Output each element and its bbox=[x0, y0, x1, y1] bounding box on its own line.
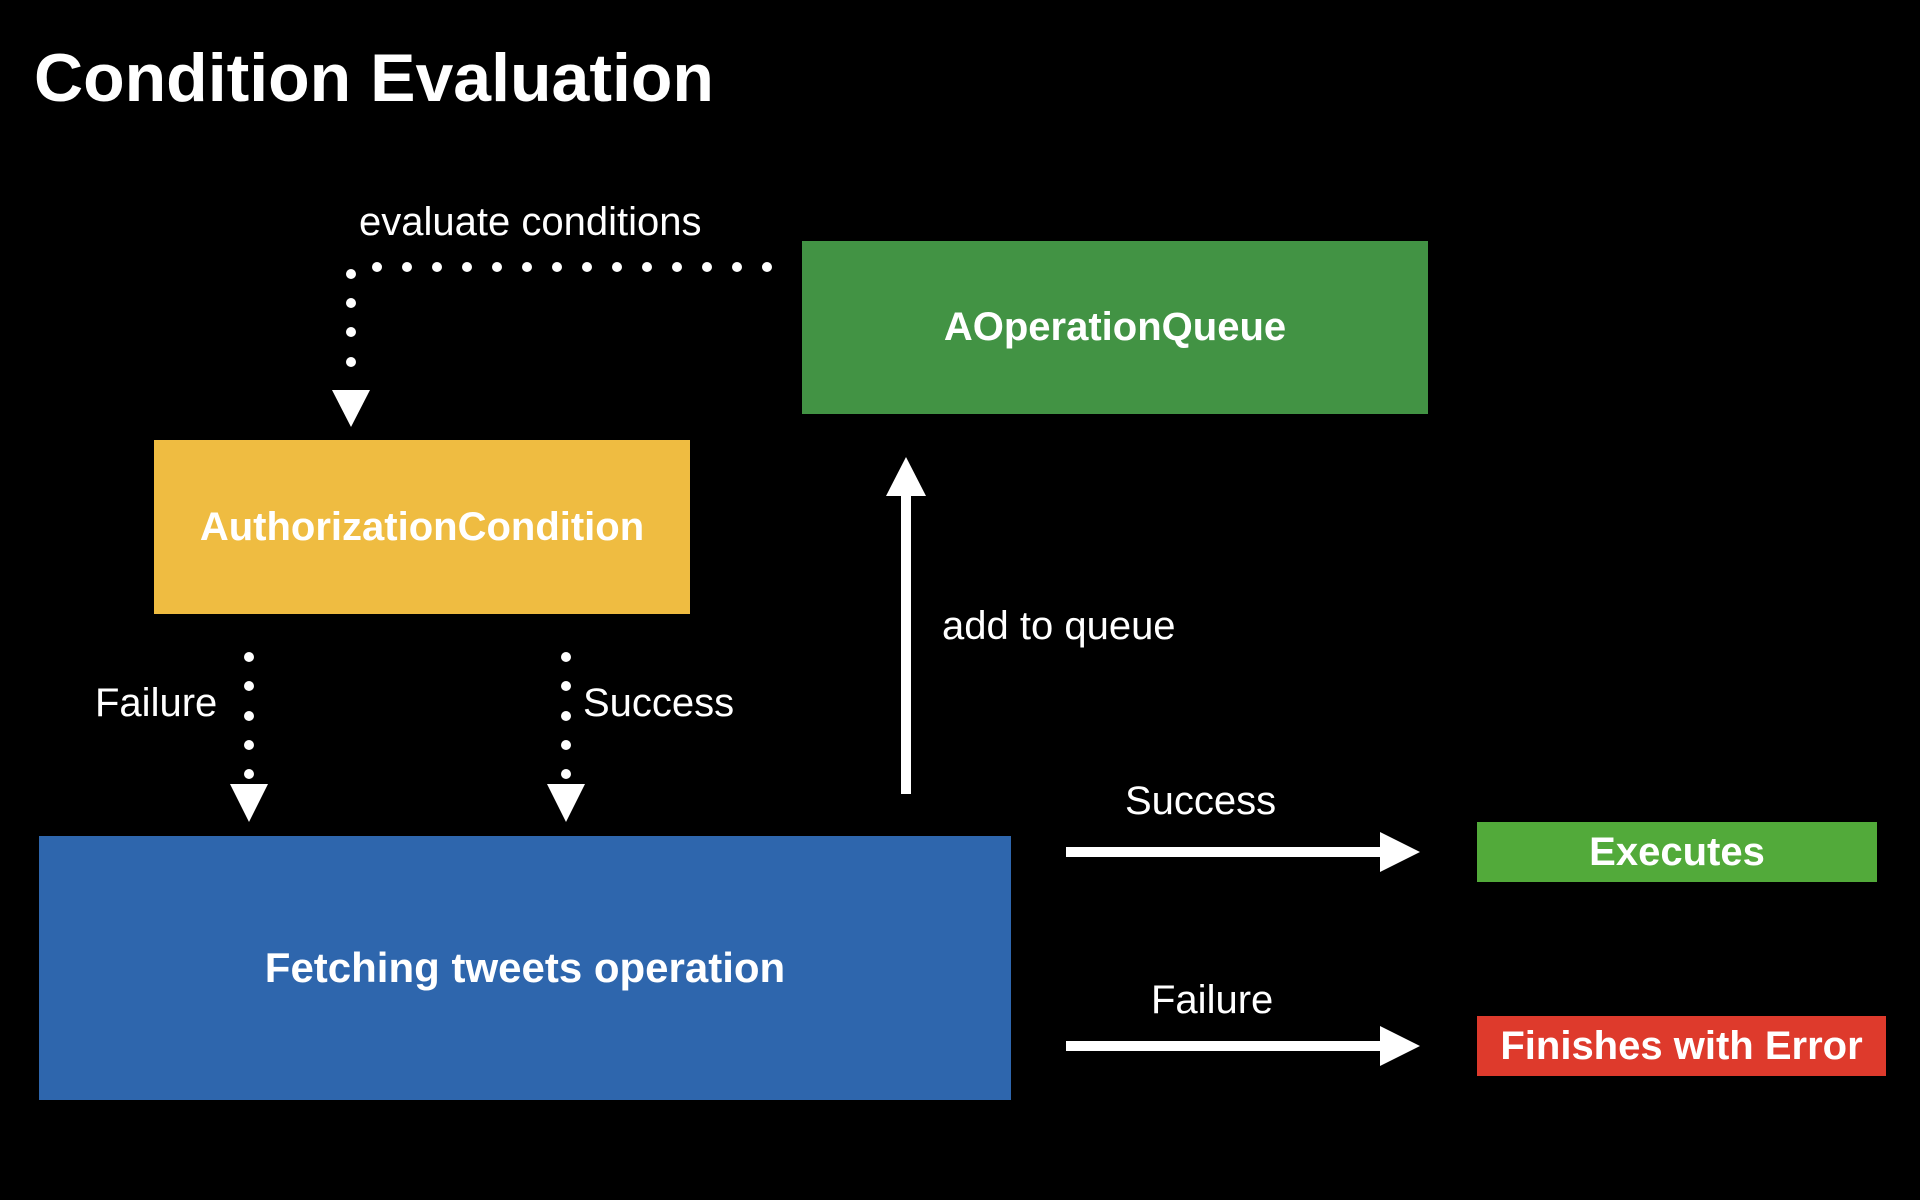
evaluate-arrowhead bbox=[332, 390, 370, 427]
success-label-right: Success bbox=[1125, 779, 1277, 823]
evaluate-conditions-label: evaluate conditions bbox=[359, 200, 702, 244]
executes-box: Executes bbox=[1477, 822, 1877, 882]
success-right-arrowhead bbox=[1380, 832, 1420, 872]
success-dotted-path bbox=[561, 652, 571, 779]
success-arrowhead bbox=[547, 784, 585, 822]
operation-queue-box: AOperationQueue bbox=[802, 241, 1428, 414]
add-to-queue-arrowhead bbox=[886, 457, 926, 496]
finishes-with-error-box: Finishes with Error bbox=[1477, 1016, 1886, 1076]
add-to-queue-label: add to queue bbox=[942, 604, 1176, 648]
authorization-condition-box: AuthorizationCondition bbox=[154, 440, 690, 614]
failure-dotted-path bbox=[244, 652, 254, 779]
success-label-left: Success bbox=[583, 681, 735, 725]
failure-right-arrowhead bbox=[1380, 1026, 1420, 1066]
failure-label-left: Failure bbox=[95, 681, 218, 725]
evaluate-dotted-path bbox=[346, 262, 772, 367]
failure-label-right: Failure bbox=[1151, 978, 1274, 1022]
slide-title: Condition Evaluation bbox=[34, 40, 714, 116]
failure-arrowhead bbox=[230, 784, 268, 822]
fetching-tweets-operation-box: Fetching tweets operation bbox=[39, 836, 1011, 1100]
